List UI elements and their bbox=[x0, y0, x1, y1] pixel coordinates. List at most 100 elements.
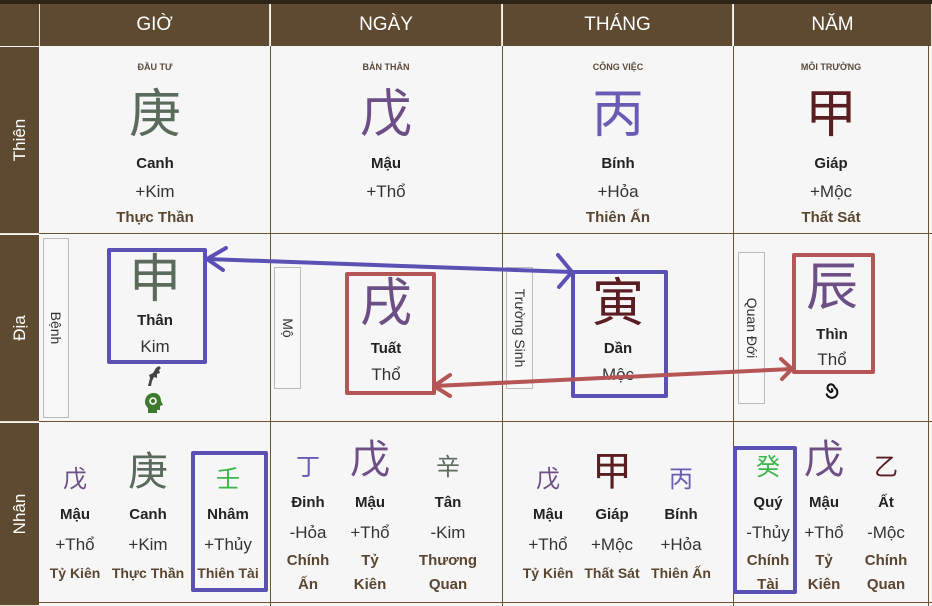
divider bbox=[733, 46, 734, 606]
stem-char: 甲 bbox=[804, 86, 858, 144]
hidden-stem-element: +Hỏa bbox=[660, 535, 702, 554]
top-bar bbox=[0, 0, 932, 4]
branch-char: 申 bbox=[128, 251, 182, 309]
ten-god: Kiên bbox=[353, 576, 387, 593]
stem-element: +Kim bbox=[135, 182, 175, 201]
ten-god: Thất Sát bbox=[584, 565, 640, 581]
ten-god: Tỷ Kiên bbox=[49, 565, 101, 581]
header-ngay: NGÀY bbox=[271, 4, 502, 46]
ten-god: Thiên Tài bbox=[197, 565, 259, 581]
branch-char: 寅 bbox=[591, 275, 645, 333]
branch-name: Tuất bbox=[370, 340, 402, 357]
divider bbox=[39, 421, 932, 422]
life-stage-label: Quan Đới bbox=[738, 252, 765, 404]
hidden-stem-name: Bính bbox=[664, 506, 698, 523]
stem-name: Mậu bbox=[371, 155, 401, 172]
hidden-stem-element: -Kim bbox=[430, 523, 466, 542]
header-nam: NĂM bbox=[734, 4, 932, 46]
row-label-thien: Thiên bbox=[0, 47, 39, 234]
hidden-stem-char: 戊 bbox=[63, 466, 87, 493]
hidden-stem-char: 辛 bbox=[436, 454, 460, 481]
life-stage-label: Trường Sinh bbox=[506, 267, 533, 389]
head-gear-icon bbox=[143, 392, 165, 419]
hidden-stem-element: +Thổ bbox=[350, 523, 390, 542]
cell-subtitle: CÔNG VIỆC bbox=[592, 62, 644, 72]
divider bbox=[39, 233, 932, 234]
hidden-stem-char: 乙 bbox=[874, 454, 898, 481]
row-label-dia: Địa bbox=[0, 235, 39, 422]
hidden-stem-name: Canh bbox=[129, 506, 167, 523]
life-stage-label: Mộ bbox=[274, 267, 301, 389]
hidden-stem-char: 戊 bbox=[804, 438, 844, 482]
row-label-nhan: Nhân bbox=[0, 423, 39, 606]
branch-char: 辰 bbox=[805, 259, 859, 317]
hidden-stem-element: -Hỏa bbox=[289, 523, 327, 542]
branch-name: Thân bbox=[137, 312, 173, 329]
branch-element: Thổ bbox=[817, 350, 847, 369]
stem-char: 庚 bbox=[128, 86, 182, 144]
cell-subtitle: BẢN THÂN bbox=[362, 62, 410, 72]
ten-god: Thất Sát bbox=[801, 209, 861, 226]
hidden-stem-element: -Mộc bbox=[867, 523, 905, 542]
hidden-stem-element: +Thổ bbox=[55, 535, 95, 554]
divider bbox=[502, 46, 503, 606]
stem-char: 戊 bbox=[359, 86, 413, 144]
header-thang: THÁNG bbox=[503, 4, 733, 46]
cell-subtitle: ĐẦU TƯ bbox=[137, 62, 173, 72]
arrowhead bbox=[556, 253, 574, 289]
ten-god: Thực Thần bbox=[116, 209, 194, 226]
stem-name: Giáp bbox=[814, 155, 848, 172]
hidden-stem-char: 庚 bbox=[128, 450, 168, 494]
branch-name: Dần bbox=[603, 340, 633, 357]
arrowhead bbox=[779, 357, 794, 381]
branch-element: Thổ bbox=[371, 365, 401, 384]
header-corner bbox=[0, 4, 40, 46]
ten-god: Thiên Ấn bbox=[585, 209, 651, 226]
hidden-stem-name: Ất bbox=[878, 494, 894, 511]
ten-god: Kiên bbox=[807, 576, 841, 593]
ten-god: Chính bbox=[746, 552, 790, 569]
ten-god: Chính bbox=[286, 552, 330, 569]
arrowhead bbox=[432, 373, 452, 398]
hidden-stem-char: 甲 bbox=[592, 450, 632, 494]
hidden-stem-name: Tân bbox=[434, 494, 462, 511]
ten-god: Chính bbox=[864, 552, 908, 569]
hidden-stem-element: +Thủy bbox=[204, 535, 252, 554]
stem-name: Canh bbox=[136, 155, 174, 172]
stem-element: +Thổ bbox=[366, 182, 406, 201]
hidden-stem-char: 壬 bbox=[216, 466, 240, 493]
branch-char: 戌 bbox=[359, 275, 413, 333]
hidden-stem-element: +Thổ bbox=[804, 523, 844, 542]
divider bbox=[270, 46, 271, 606]
branch-name: Thìn bbox=[816, 326, 848, 343]
horse-icon bbox=[144, 365, 164, 392]
stem-element: +Hỏa bbox=[597, 182, 639, 201]
hidden-stem-name: Đinh bbox=[291, 494, 325, 511]
header-gio: GIỜ bbox=[40, 4, 270, 46]
life-stage-label: Bệnh bbox=[43, 238, 69, 418]
ten-god: Tỷ bbox=[361, 552, 379, 569]
hidden-stem-char: 戊 bbox=[536, 466, 560, 493]
hidden-stem-name: Nhâm bbox=[207, 506, 249, 523]
arrowhead bbox=[205, 246, 228, 272]
ten-god: Thực Thần bbox=[111, 565, 185, 581]
ten-god: Thương bbox=[418, 552, 478, 569]
hidden-stem-char: 癸 bbox=[756, 454, 780, 481]
cell-subtitle: MÔI TRƯỜNG bbox=[800, 62, 862, 72]
stem-element: +Mộc bbox=[809, 182, 853, 201]
divider bbox=[928, 46, 929, 606]
stem-name: Bính bbox=[601, 155, 635, 172]
hidden-stem-name: Mậu bbox=[60, 506, 90, 523]
ten-god: Quan bbox=[428, 576, 468, 593]
hidden-stem-name: Quý bbox=[753, 494, 783, 511]
divider bbox=[39, 602, 932, 603]
hidden-stem-element: +Mộc bbox=[590, 535, 634, 554]
ten-god: Thiên Ấn bbox=[651, 565, 711, 581]
ten-god: Tỷ Kiên bbox=[522, 565, 574, 581]
branch-element: Mộc bbox=[601, 365, 635, 384]
hidden-stem-char: 丙 bbox=[669, 466, 693, 493]
hidden-stem-element: +Thổ bbox=[528, 535, 568, 554]
branch-element: Kim bbox=[140, 337, 170, 356]
ten-god: Tài bbox=[757, 576, 779, 593]
ten-god: Quan bbox=[866, 576, 906, 593]
